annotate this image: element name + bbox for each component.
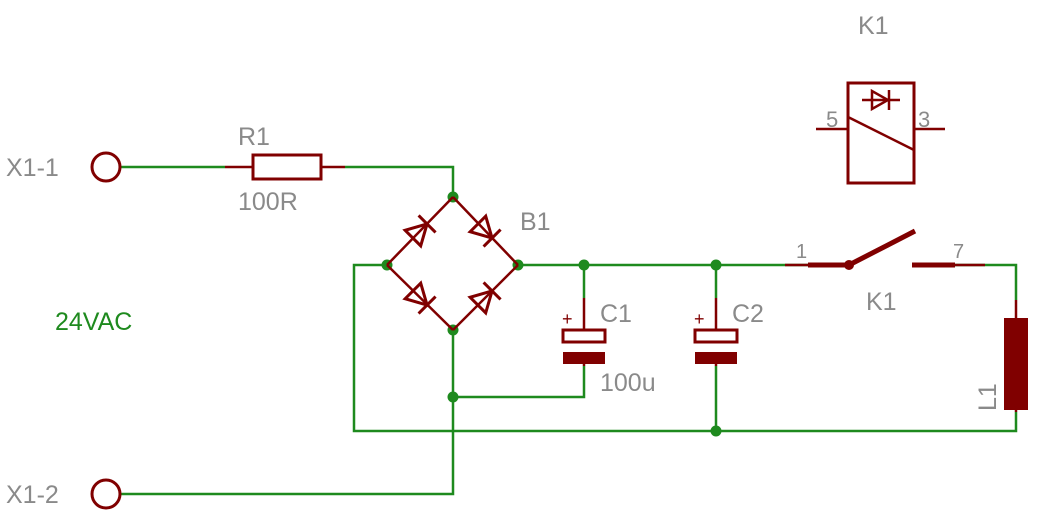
terminal-x1-1[interactable]: X1-1: [6, 151, 122, 183]
relay-pin-left-label: 5: [826, 107, 838, 132]
junction-dot: [710, 425, 722, 437]
bridge-edge: [386, 196, 454, 266]
relay-diode-triangle: [870, 88, 891, 112]
relay-symbol-name: K1: [858, 12, 889, 40]
relay-switch-k1[interactable]: 1 7 K1: [785, 228, 985, 316]
bridge-name: B1: [520, 208, 551, 236]
terminal-x1-2[interactable]: X1-2: [6, 478, 122, 510]
inductor-body-icon: [1004, 318, 1028, 410]
junction-dot: [578, 259, 590, 271]
terminal-x1-1-label: X1-1: [6, 154, 59, 182]
diode-bar: [417, 295, 437, 315]
diode-icon: [467, 281, 502, 316]
capacitor-plate-positive-icon: [561, 328, 607, 344]
switch-pin-in-label: 1: [796, 241, 807, 263]
resistor-body-icon: [251, 153, 323, 181]
relay-pin-right-label: 3: [918, 107, 930, 132]
switch-lever-icon: [847, 228, 917, 268]
wire-bridge-to-x1-2: [120, 330, 455, 496]
capacitor-c2[interactable]: + C2: [693, 298, 764, 366]
inductor-name: L1: [974, 383, 1002, 411]
capacitor-plate-negative-icon: [563, 352, 605, 364]
junction-dot: [710, 259, 722, 271]
terminal-ring-icon: [90, 478, 122, 510]
diode-triangle: [467, 213, 495, 241]
switch-pin-out-label: 7: [953, 241, 964, 263]
wire-r1-to-bridge: [345, 165, 455, 197]
diode-icon: [467, 213, 502, 248]
junction-dot: [447, 391, 459, 403]
diode-triangle: [402, 221, 430, 249]
relay-diagonal-icon: [847, 115, 915, 152]
capacitor-c1-name: C1: [600, 300, 632, 328]
capacitor-polarity-mark: +: [562, 309, 573, 329]
capacitor-polarity-mark: +: [694, 309, 705, 329]
bridge-rectifier-b1[interactable]: B1: [386, 196, 551, 331]
resistor-name: R1: [238, 123, 270, 151]
resistor-value: 100R: [238, 188, 298, 216]
diode-bar: [482, 228, 502, 248]
relay-box-icon: [846, 81, 916, 185]
capacitor-c1[interactable]: + C1 100u: [561, 298, 656, 397]
terminal-ring-icon: [90, 151, 122, 183]
capacitor-plate-negative-icon: [695, 352, 737, 364]
diode-triangle: [402, 280, 430, 308]
diode-icon: [402, 280, 437, 315]
relay-diode-icon: [862, 88, 900, 112]
wire-c1-bottom: [453, 366, 586, 399]
inductor-l1[interactable]: L1: [974, 300, 1028, 412]
capacitor-c1-value: 100u: [600, 369, 656, 397]
diode-icon: [402, 214, 437, 249]
bridge-edge: [452, 264, 519, 331]
diode-triangle: [467, 288, 495, 316]
bridge-edge: [452, 196, 519, 266]
terminal-x1-2-label: X1-2: [6, 481, 59, 509]
capacitor-c2-name: C2: [732, 300, 764, 328]
resistor-r1[interactable]: R1 100R: [225, 123, 345, 216]
diode-bar: [417, 214, 437, 234]
wire-l1-return: [352, 263, 1018, 433]
diode-bar: [482, 281, 502, 301]
relay-coil-symbol-k1[interactable]: K1 5 3: [816, 12, 945, 185]
capacitor-plate-positive-icon: [693, 328, 739, 344]
net-label-24vac: 24VAC: [55, 308, 132, 336]
bridge-edge: [386, 264, 454, 331]
switch-name: K1: [866, 288, 897, 316]
wire-switch-to-l1: [955, 263, 1018, 300]
